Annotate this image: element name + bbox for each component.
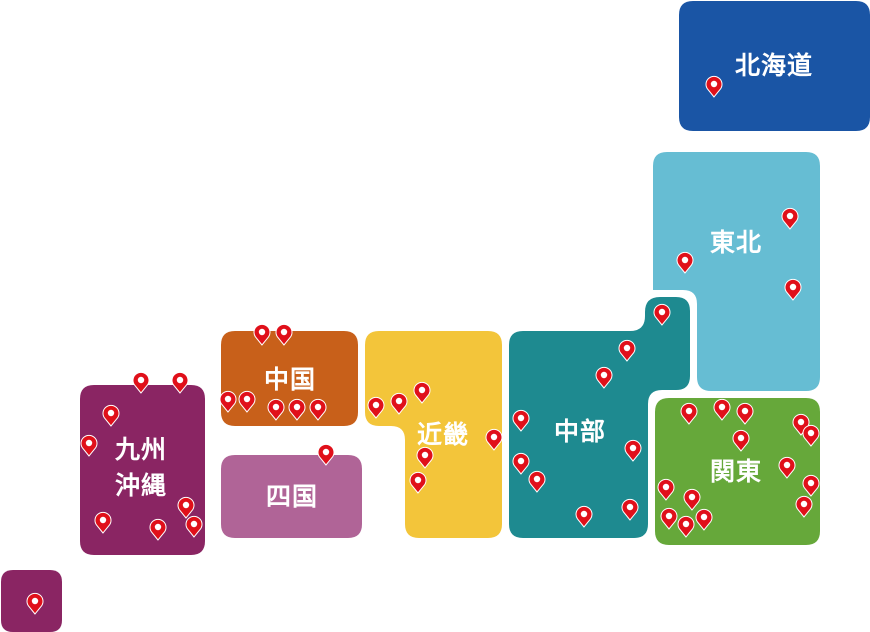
map-pin-icon[interactable] [618,339,636,362]
map-pin-icon[interactable] [695,508,713,531]
map-pin-icon[interactable] [409,471,427,494]
map-pin-icon[interactable] [781,207,799,230]
map-pin-icon[interactable] [705,75,723,98]
region-kyushu[interactable] [80,385,205,555]
map-pin-icon[interactable] [784,278,802,301]
map-pin-icon[interactable] [528,470,546,493]
map-pin-icon[interactable] [177,496,195,519]
map-pin-icon[interactable] [485,428,503,451]
map-pin-icon[interactable] [416,446,434,469]
map-pin-icon[interactable] [624,439,642,462]
region-kanto[interactable] [655,398,820,545]
map-pin-icon[interactable] [732,429,750,452]
map-pin-icon[interactable] [660,507,678,530]
map-pin-icon[interactable] [288,398,306,421]
map-pin-icon[interactable] [736,402,754,425]
map-pin-icon[interactable] [132,371,150,394]
map-pin-icon[interactable] [390,392,408,415]
map-pin-icon[interactable] [657,478,675,501]
map-pin-icon[interactable] [575,505,593,528]
map-pin-icon[interactable] [171,371,189,394]
map-pin-icon[interactable] [683,488,701,511]
map-pin-icon[interactable] [713,398,731,421]
map-pin-icon[interactable] [253,323,271,346]
map-pin-icon[interactable] [80,434,98,457]
map-pin-icon[interactable] [367,396,385,419]
map-pin-icon[interactable] [802,474,820,497]
map-pin-icon[interactable] [102,404,120,427]
map-pin-icon[interactable] [680,402,698,425]
map-pin-icon[interactable] [676,251,694,274]
region-chubu[interactable] [509,297,690,538]
map-pin-icon[interactable] [309,398,327,421]
region-hokkaido[interactable] [679,1,870,131]
map-pin-icon[interactable] [267,398,285,421]
map-pin-icon[interactable] [317,443,335,466]
map-pin-icon[interactable] [26,592,44,615]
map-pin-icon[interactable] [238,390,256,413]
map-pin-icon[interactable] [653,303,671,326]
region-shikoku[interactable] [221,455,362,538]
map-pin-icon[interactable] [778,456,796,479]
map-pin-icon[interactable] [413,381,431,404]
map-pin-icon[interactable] [795,495,813,518]
region-kinki[interactable] [365,331,502,538]
map-pin-icon[interactable] [621,498,639,521]
pin-layer [26,75,820,615]
map-pin-icon[interactable] [219,390,237,413]
map-pin-icon[interactable] [149,518,167,541]
map-pin-icon[interactable] [677,515,695,538]
map-pin-icon[interactable] [802,424,820,447]
region-chugoku[interactable] [221,331,358,426]
map-pin-icon[interactable] [512,452,530,475]
region-tohoku[interactable] [653,152,820,391]
map-pin-icon[interactable] [512,409,530,432]
map-pin-icon[interactable] [275,323,293,346]
map-pin-icon[interactable] [94,511,112,534]
map-pin-icon[interactable] [185,515,203,538]
map-pin-icon[interactable] [595,366,613,389]
